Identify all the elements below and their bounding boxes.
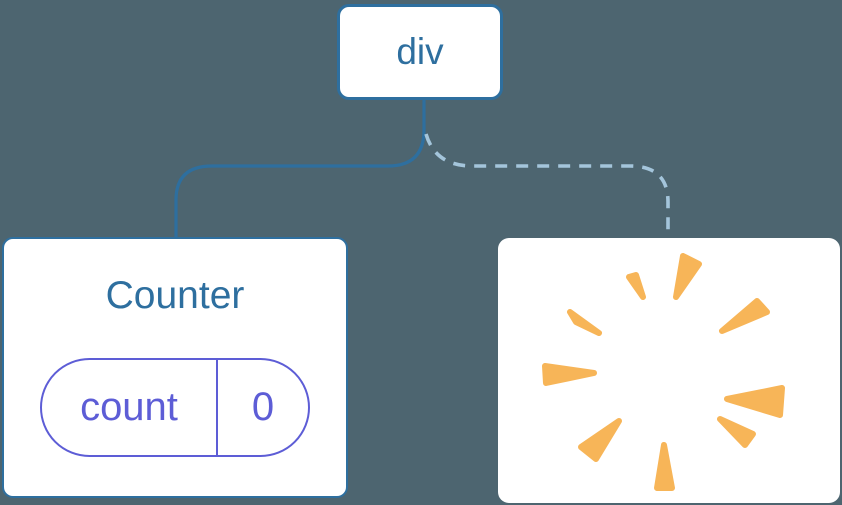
counter-component-card: Counter count 0 bbox=[2, 237, 348, 498]
poof-ray bbox=[542, 363, 597, 386]
poof-ray bbox=[626, 272, 646, 300]
poof-ray bbox=[567, 309, 602, 336]
removed-component-card bbox=[498, 238, 840, 503]
poof-ray bbox=[717, 416, 756, 448]
dashed-connector bbox=[424, 133, 670, 237]
solid-connector bbox=[174, 100, 426, 237]
state-value: 0 bbox=[216, 359, 308, 455]
root-node: div bbox=[337, 4, 503, 100]
poof-ray bbox=[719, 298, 770, 334]
state-key-label: count bbox=[80, 384, 178, 429]
poof-ray bbox=[724, 385, 785, 418]
poof-rays bbox=[542, 253, 785, 491]
root-node-label: div bbox=[396, 31, 444, 72]
poof-icon bbox=[542, 253, 785, 491]
poof-ray bbox=[654, 442, 675, 491]
state-pill: count 0 bbox=[40, 357, 310, 457]
poof-ray bbox=[578, 418, 622, 462]
poof-ray bbox=[673, 253, 702, 300]
component-name: Counter bbox=[105, 274, 245, 317]
